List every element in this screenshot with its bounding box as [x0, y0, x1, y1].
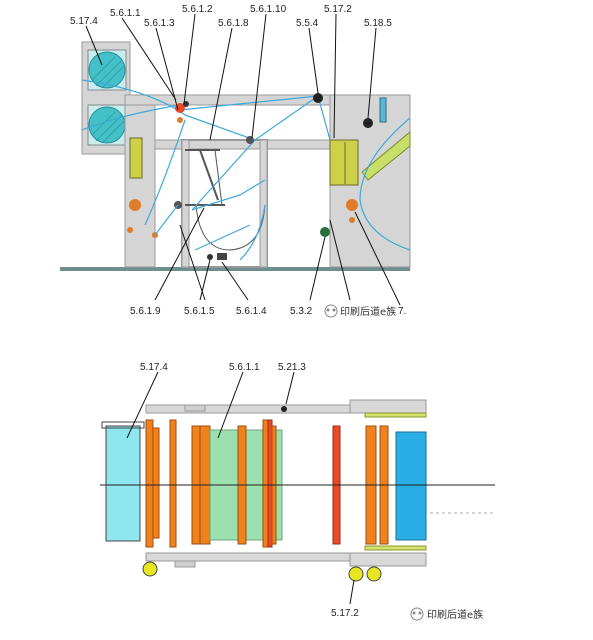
- upper-unwind-roll: [88, 51, 126, 89]
- callout-5-6-1-1-bottom: 5.6.1.1: [229, 362, 260, 373]
- callout-5-6-1-1-top: 5.6.1.1: [110, 8, 141, 19]
- wheel-left: [142, 561, 158, 577]
- print-drive: [329, 139, 359, 186]
- callout-5-6-1-4: 5.6.1.4: [236, 306, 267, 317]
- bottom-top-view: 5.17.4 5.6.1.1 5.21.3 5.17.2 印刷后道e族: [100, 362, 495, 621]
- floor-line: [60, 267, 410, 271]
- infeed-column: [124, 94, 156, 268]
- right-roller: [363, 118, 373, 128]
- lower-bin: [195, 204, 266, 251]
- watermark-text-top: 印刷后道e族: [340, 305, 396, 318]
- callout-5-17-4-top: 5.17.4: [70, 16, 98, 27]
- unwind-unit: [105, 425, 141, 542]
- callout-5-3-2: 5.3.2: [290, 306, 313, 317]
- top-side-view: 5.17.4 5.6.1.1 5.6.1.3 5.6.1.2 5.6.1.8 5…: [60, 4, 411, 318]
- watermark-bottom: 印刷后道e族: [410, 607, 483, 621]
- callout-5-17-2-top: 5.17.2: [324, 4, 352, 15]
- callout-5-6-1-2: 5.6.1.2: [182, 4, 213, 15]
- callout-5-17-2-bottom: 5.17.2: [331, 608, 359, 619]
- callout-5-18-5: 5.18.5: [364, 18, 392, 29]
- callout-5-21-3: 5.21.3: [278, 362, 306, 373]
- callout-5-6-1-5: 5.6.1.5: [184, 306, 215, 317]
- callout-5-6-1-8: 5.6.1.8: [218, 18, 249, 29]
- lower-idler: [320, 227, 330, 237]
- roller-1: [145, 419, 154, 548]
- callout-5-6-1-3: 5.6.1.3: [144, 18, 175, 29]
- wheel-right-1: [348, 566, 364, 582]
- top-idler: [313, 93, 323, 103]
- infeed-roller: [129, 199, 141, 211]
- central-unit: [181, 139, 268, 268]
- blue-unit: [395, 431, 427, 541]
- callout-7: 7.: [398, 306, 406, 317]
- infeed-drive: [129, 137, 143, 179]
- nip-roll: [175, 103, 185, 113]
- outfeed-conveyor: [361, 130, 411, 181]
- upper-guide: [364, 412, 427, 418]
- callout-5-6-1-10: 5.6.1.10: [250, 4, 287, 15]
- watermark-text-bottom: 印刷后道e族: [427, 608, 483, 621]
- callout-5-17-4-bottom: 5.17.4: [140, 362, 168, 373]
- callout-5-5-4: 5.5.4: [296, 18, 319, 29]
- wheel-right-2: [366, 566, 382, 582]
- lower-guide: [364, 545, 427, 551]
- callout-5-6-1-9: 5.6.1.9: [130, 306, 161, 317]
- watermark-top: 印刷后道e族: [324, 304, 396, 318]
